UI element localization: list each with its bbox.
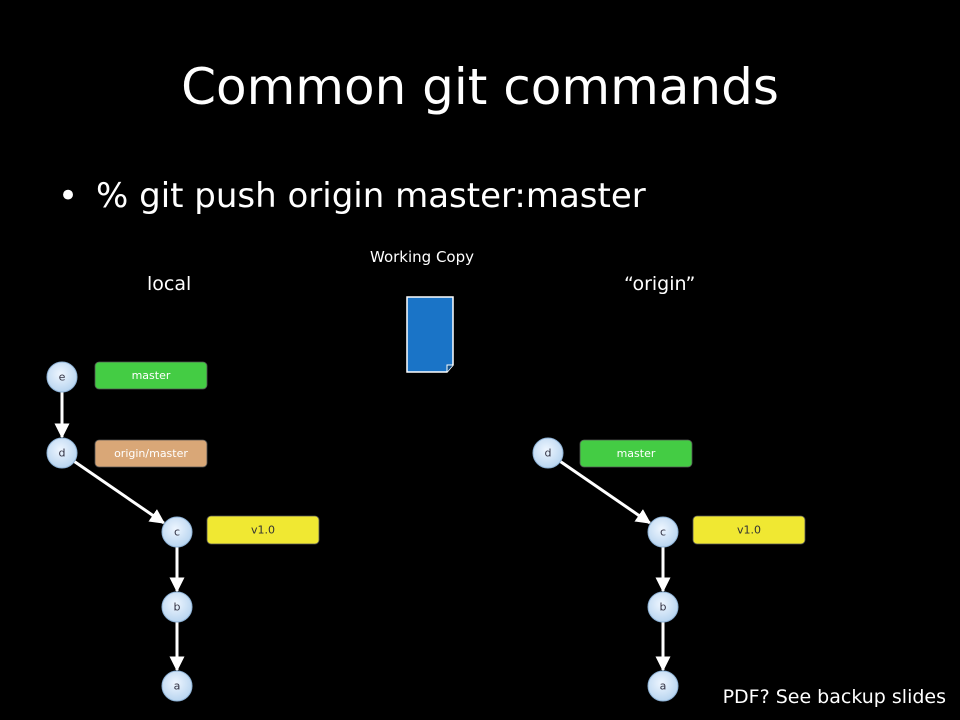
branch-tag-origin-master: origin/master [94, 439, 208, 468]
commit-label: b [660, 601, 667, 614]
footer-note: PDF? See backup slides [722, 686, 946, 708]
commit-node-a: a [647, 670, 679, 702]
document-icon [406, 296, 454, 373]
branch-tag-master: master [579, 439, 693, 468]
commit-label: e [59, 371, 66, 384]
commit-edge-d-c [559, 460, 652, 525]
local-graph: master origin/master v1.0 e d c b a [46, 361, 320, 702]
origin-label: “origin” [624, 273, 696, 295]
commit-node-c: c [647, 516, 679, 548]
commit-node-e: e [46, 361, 78, 393]
origin-graph: master v1.0 d c b a [532, 437, 806, 702]
commit-label: d [545, 447, 552, 460]
branch-tag-label: v1.0 [737, 524, 761, 537]
bullet-text: % git push origin master:master [96, 176, 646, 216]
commit-node-d: d [532, 437, 564, 469]
working-copy-label: Working Copy [370, 248, 474, 266]
branch-tag-label: master [132, 369, 171, 382]
branch-tag-v1-0: v1.0 [206, 515, 320, 545]
branch-tag-master: master [94, 361, 208, 390]
commit-label: d [59, 447, 66, 460]
commit-label: c [660, 526, 666, 539]
bullet-dot-icon: • [58, 176, 79, 216]
commit-node-b: b [161, 591, 193, 623]
slide-title: Common git commands [181, 58, 779, 116]
commit-label: b [174, 601, 181, 614]
branch-tag-v1-0: v1.0 [692, 515, 806, 545]
commit-label: c [174, 526, 180, 539]
commit-node-c: c [161, 516, 193, 548]
branch-tag-label: v1.0 [251, 524, 275, 537]
branch-tag-label: master [617, 447, 656, 460]
bullet-item: • % git push origin master:master [58, 176, 646, 216]
commit-node-a: a [161, 670, 193, 702]
commit-node-b: b [647, 591, 679, 623]
local-label: local [147, 273, 192, 295]
branch-tag-label: origin/master [114, 447, 188, 460]
commit-label: a [660, 680, 667, 693]
commit-edge-d-c [73, 460, 166, 525]
commit-label: a [174, 680, 181, 693]
commit-node-d: d [46, 437, 78, 469]
